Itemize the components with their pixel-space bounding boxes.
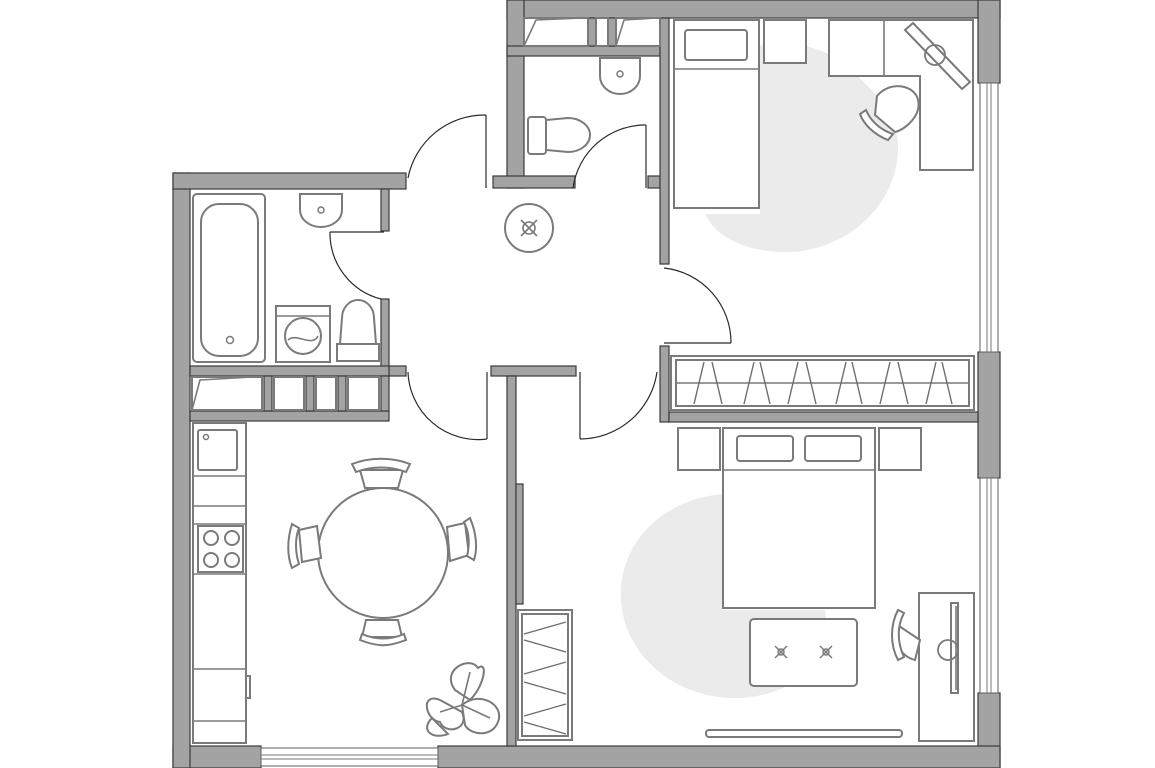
nightstand xyxy=(763,19,807,64)
stove-icon xyxy=(197,525,244,573)
bathtub-icon xyxy=(192,193,266,363)
hanger-line xyxy=(805,361,817,405)
ottoman-icon xyxy=(749,618,858,687)
bathroom-toilet-icon xyxy=(336,299,380,362)
windows xyxy=(260,82,999,767)
hanger-line xyxy=(523,621,567,635)
hanger-line xyxy=(787,361,799,405)
shoe-rack-icon xyxy=(517,609,573,741)
monitor-icon xyxy=(903,21,972,91)
bedroom-chair-icon xyxy=(891,608,922,662)
hanger-line xyxy=(693,361,705,405)
ceiling-light-icon xyxy=(504,203,554,253)
bedside-tables xyxy=(677,427,922,471)
hanger-line xyxy=(523,661,567,675)
hanger-line xyxy=(711,361,723,405)
hanger-line xyxy=(523,721,567,735)
bench-icon xyxy=(705,729,903,738)
toilet-icon xyxy=(527,116,591,155)
round-rug-study-fill xyxy=(705,45,899,253)
plant-icon xyxy=(425,662,501,737)
hanger-line xyxy=(835,361,847,405)
kitchen-sink-icon xyxy=(197,429,238,471)
washing-machine-icon xyxy=(275,305,331,363)
sink-icon xyxy=(299,193,343,228)
toilet-room-sink xyxy=(599,57,641,95)
dining-table-icon xyxy=(317,487,449,619)
single-bed-icon xyxy=(673,19,760,209)
wardrobe-hangers xyxy=(693,361,953,405)
wardrobe-icon xyxy=(670,355,975,411)
hanger-line xyxy=(523,681,567,695)
closet-top xyxy=(523,17,661,47)
shoe-rack-hatch xyxy=(523,621,567,735)
utility-shelves xyxy=(191,376,380,411)
hanger-line xyxy=(759,361,771,405)
hanger-line xyxy=(941,361,953,405)
hanger-line xyxy=(743,361,755,405)
hanger-line xyxy=(523,639,567,653)
office-chair-icon xyxy=(858,85,920,142)
bed-icon xyxy=(722,427,876,609)
walls xyxy=(172,0,1001,768)
hanger-line xyxy=(897,361,909,405)
hanger-line xyxy=(851,361,863,405)
hanger-line xyxy=(523,703,567,717)
doors xyxy=(329,114,732,441)
bedroom-desk-icon xyxy=(918,592,975,742)
hanger-line xyxy=(879,361,891,405)
kitchen-counter xyxy=(192,422,251,744)
hanger-line xyxy=(925,361,937,405)
dining-chairs xyxy=(287,457,478,647)
